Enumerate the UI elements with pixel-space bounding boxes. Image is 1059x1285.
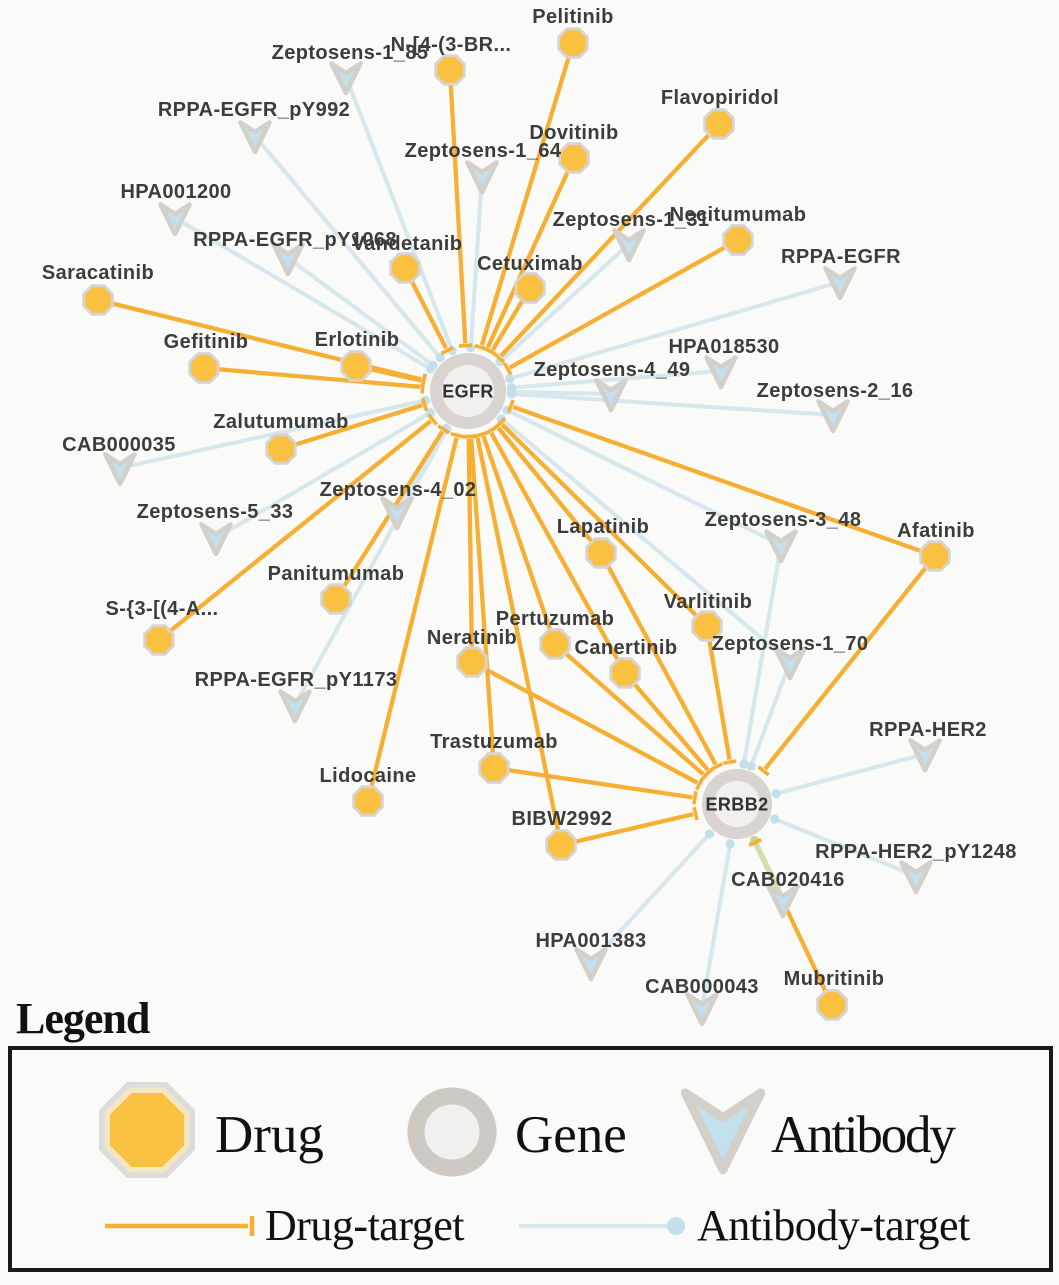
svg-text:HPA018530: HPA018530 bbox=[668, 336, 779, 358]
svg-text:RPPA-EGFR: RPPA-EGFR bbox=[781, 246, 901, 268]
svg-text:Zeptosens-4_02: Zeptosens-4_02 bbox=[320, 479, 477, 501]
svg-text:Erlotinib: Erlotinib bbox=[315, 329, 400, 351]
svg-text:Antibody: Antibody bbox=[771, 1106, 956, 1164]
svg-text:Pertuzumab: Pertuzumab bbox=[496, 608, 614, 630]
svg-text:Varlitinib: Varlitinib bbox=[664, 591, 752, 613]
svg-text:BIBW2992: BIBW2992 bbox=[511, 808, 612, 830]
svg-text:Lidocaine: Lidocaine bbox=[320, 765, 417, 787]
svg-text:Gefitinib: Gefitinib bbox=[164, 331, 249, 353]
svg-text:Drug: Drug bbox=[215, 1106, 324, 1164]
svg-text:Cetuximab: Cetuximab bbox=[477, 253, 583, 275]
svg-text:Zalutumumab: Zalutumumab bbox=[213, 411, 349, 433]
svg-text:CAB000035: CAB000035 bbox=[62, 434, 176, 456]
svg-text:CAB020416: CAB020416 bbox=[731, 869, 845, 891]
svg-text:Afatinib: Afatinib bbox=[897, 520, 975, 542]
svg-text:RPPA-EGFR_pY1068: RPPA-EGFR_pY1068 bbox=[193, 229, 397, 251]
svg-text:EGFR: EGFR bbox=[442, 382, 494, 402]
svg-text:Trastuzumab: Trastuzumab bbox=[430, 731, 558, 753]
svg-text:Drug-target: Drug-target bbox=[265, 1201, 464, 1250]
svg-text:HPA001200: HPA001200 bbox=[120, 181, 231, 203]
svg-text:RPPA-EGFR_pY1173: RPPA-EGFR_pY1173 bbox=[195, 669, 398, 691]
svg-text:Zeptosens-5_33: Zeptosens-5_33 bbox=[137, 501, 294, 523]
svg-text:HPA001383: HPA001383 bbox=[535, 930, 646, 952]
svg-text:Canertinib: Canertinib bbox=[575, 637, 678, 659]
svg-text:Panitumumab: Panitumumab bbox=[268, 563, 405, 585]
svg-text:Zeptosens-1_70: Zeptosens-1_70 bbox=[712, 633, 869, 655]
svg-text:Pelitinib: Pelitinib bbox=[532, 6, 613, 28]
svg-text:Mubritinib: Mubritinib bbox=[784, 968, 885, 990]
svg-text:Zeptosens-1_85: Zeptosens-1_85 bbox=[272, 42, 429, 64]
svg-text:RPPA-HER2: RPPA-HER2 bbox=[869, 719, 987, 741]
svg-text:Zeptosens-2_16: Zeptosens-2_16 bbox=[757, 380, 914, 402]
svg-text:Flavopiridol: Flavopiridol bbox=[661, 87, 779, 109]
svg-text:Zeptosens-1_64: Zeptosens-1_64 bbox=[405, 140, 562, 162]
svg-text:Lapatinib: Lapatinib bbox=[557, 516, 650, 538]
svg-text:CAB000043: CAB000043 bbox=[645, 976, 759, 998]
svg-text:Neratinib: Neratinib bbox=[427, 627, 517, 649]
svg-text:Zeptosens-4_49: Zeptosens-4_49 bbox=[534, 359, 691, 381]
svg-text:RPPA-HER2_pY1248: RPPA-HER2_pY1248 bbox=[815, 841, 1017, 863]
svg-text:ERBB2: ERBB2 bbox=[705, 795, 768, 815]
svg-text:Gene: Gene bbox=[515, 1106, 627, 1164]
svg-text:Legend: Legend bbox=[16, 994, 150, 1043]
svg-text:Zeptosens-3_48: Zeptosens-3_48 bbox=[705, 509, 862, 531]
svg-text:Zeptosens-1_31: Zeptosens-1_31 bbox=[553, 209, 710, 231]
svg-text:Saracatinib: Saracatinib bbox=[42, 262, 154, 284]
svg-text:S-{3-[(4-A...: S-{3-[(4-A... bbox=[106, 598, 219, 620]
svg-text:RPPA-EGFR_pY992: RPPA-EGFR_pY992 bbox=[158, 99, 350, 121]
svg-text:Antibody-target: Antibody-target bbox=[697, 1201, 970, 1250]
